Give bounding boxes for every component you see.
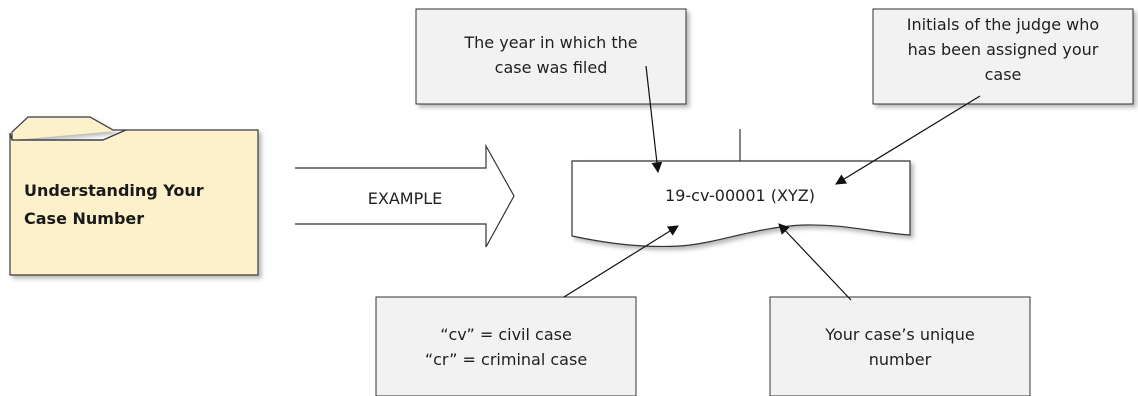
callout-year-box (415, 8, 687, 105)
callout-case-type-line2: “cr” = criminal case (424, 350, 588, 369)
year-pointer-arrow (645, 65, 663, 174)
callout-unique-text: Your case’s unique number (770, 322, 1030, 372)
callout-unique-line1: Your case’s unique (825, 325, 975, 344)
callout-judge-line3: case (984, 65, 1022, 84)
folder-title-line1: Understanding Your (24, 181, 204, 200)
judge-pointer-arrow (835, 95, 981, 185)
callout-year-line1: The year in which the (464, 33, 638, 52)
folder-title-line2: Case Number (24, 209, 145, 228)
example-arrow (295, 143, 515, 248)
unique-pointer-arrow (778, 223, 852, 301)
folder-shape (9, 116, 259, 276)
callout-year-text: The year in which the case was filed (416, 30, 686, 80)
callout-judge-line2: has been assigned your (907, 40, 1099, 59)
callout-judge-line1: Initials of the judge who (906, 15, 1100, 34)
folder-title: Understanding Your Case Number (24, 177, 204, 233)
callout-unique-line2: number (868, 350, 932, 369)
case-number-text: 19-cv-00001 (XYZ) (665, 186, 815, 205)
callout-year-line2: case was filed (494, 58, 608, 77)
case-type-pointer-arrow (563, 225, 679, 298)
callout-case-type-box (375, 296, 637, 396)
callout-case-type-line1: “cv” = civil case (440, 325, 572, 344)
callout-case-type-text: “cv” = civil case “cr” = criminal case (376, 322, 636, 372)
document-shape (571, 160, 911, 248)
callout-judge-text: Initials of the judge who has been assig… (873, 12, 1133, 87)
callout-unique-box (769, 296, 1031, 396)
callout-judge-box (872, 8, 1134, 105)
example-label: EXAMPLE (367, 189, 443, 208)
